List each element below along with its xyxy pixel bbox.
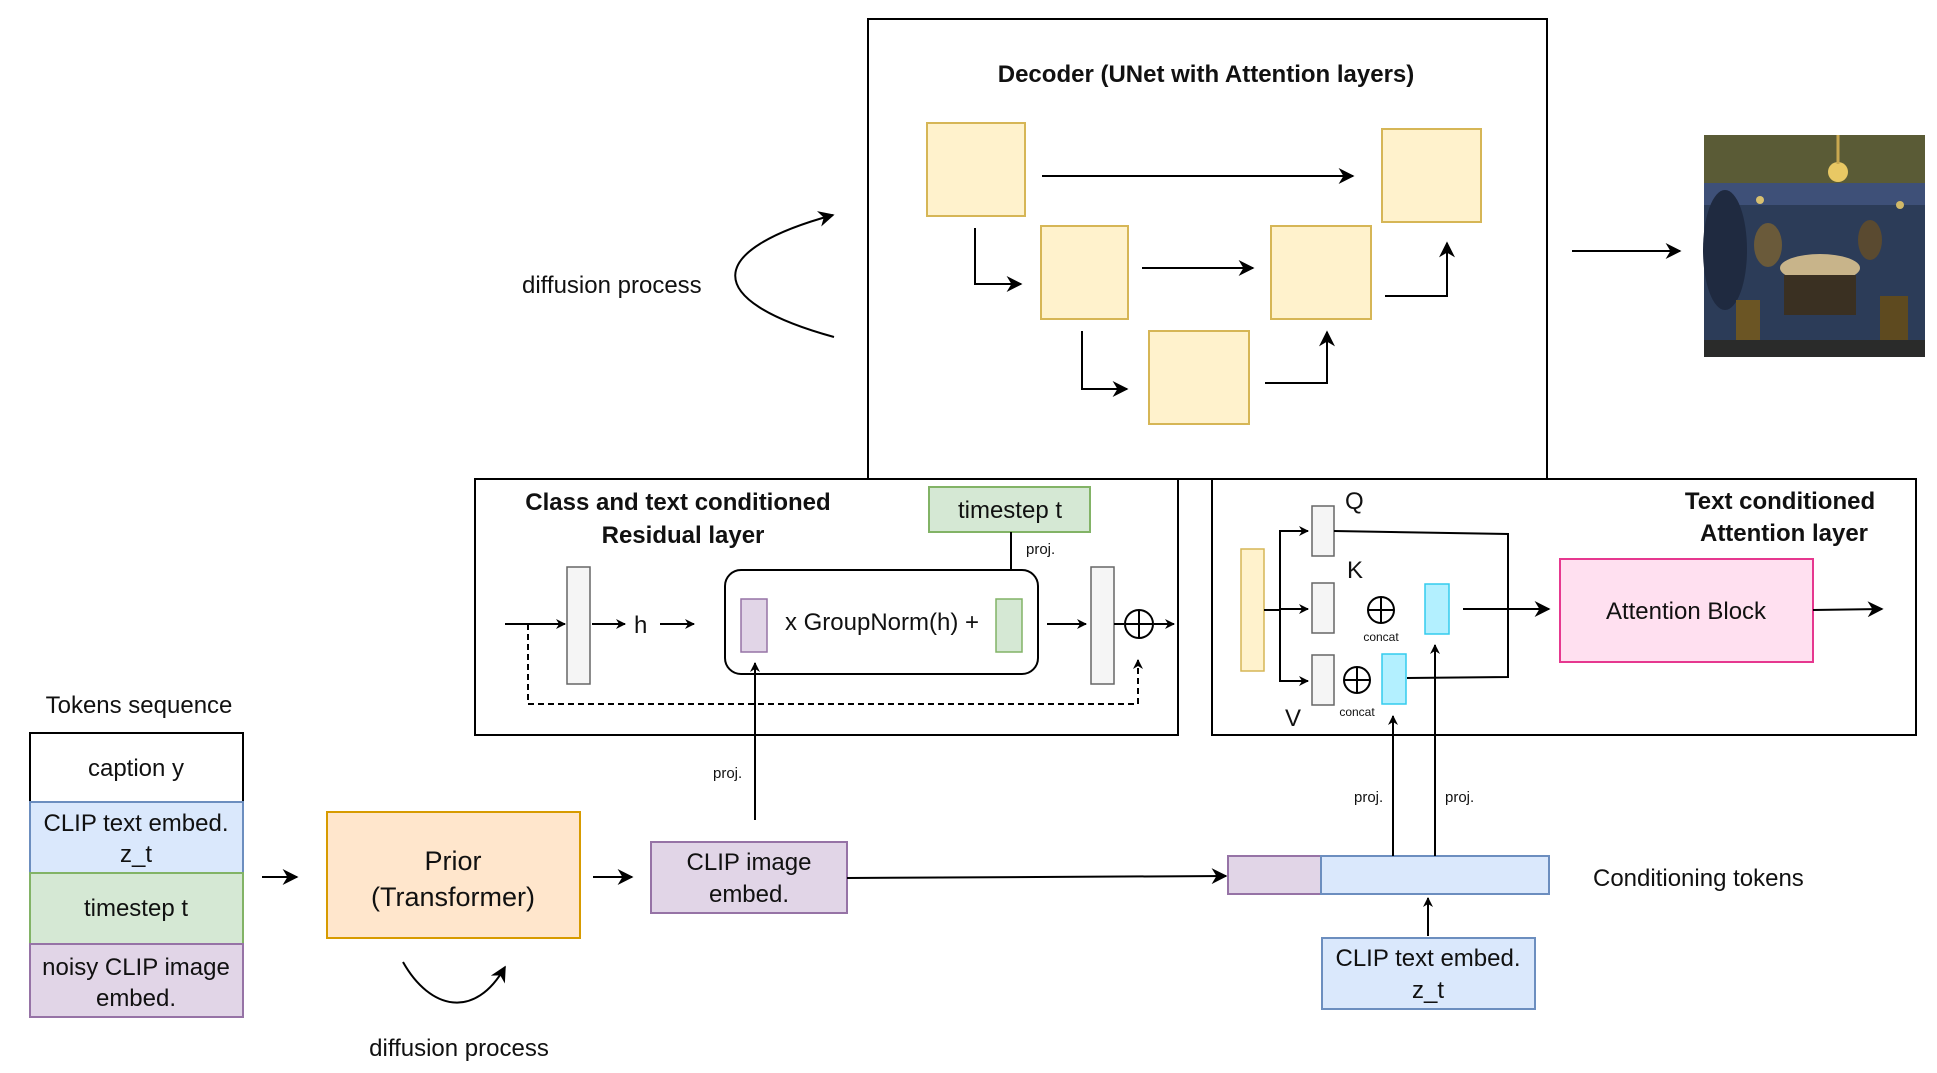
tokens-sequence: Tokens sequence caption y CLIP text embe… [29,692,244,1018]
conditioning-image-token [1227,855,1322,895]
clip-text-bottom-line2: z_t [1412,977,1444,1004]
clip-image-line1: CLIP image [687,849,812,876]
attention-layer-panel: Text conditioned Attention layer Q K V c… [1211,478,1917,736]
h-label: h [634,612,647,639]
groupnorm-shift-token [995,598,1023,653]
groupnorm-label: x GroupNorm(h) + [785,609,979,636]
residual-timestep-box [928,486,1091,533]
token-timestep-label: timestep t [84,895,188,922]
decoder-title: Decoder (UNet with Attention layers) [998,61,1415,88]
residual-conv-1 [566,566,591,685]
unet-block-enc-1 [926,122,1026,217]
v-concat-label: concat [1339,705,1375,719]
attention-block [1559,558,1814,663]
residual-add-icon [1124,609,1154,639]
tokens-title: Tokens sequence [46,692,233,719]
diffusion-curve-bottom [402,961,506,1004]
proj-cond-1-label: proj. [1354,789,1383,806]
clip-to-conditioning-arrow [846,868,1228,885]
prior-line2: (Transformer) [371,882,535,912]
token-caption-label: caption y [88,755,184,782]
token-noisy-clip [29,943,244,1018]
conditioning-tokens [1227,855,1550,895]
q-projection [1311,505,1335,557]
token-noisy-line1: noisy CLIP image [42,954,230,981]
k-label: K [1347,557,1363,584]
attention-input-token [1240,548,1265,672]
generated-image [1703,135,1925,357]
clip-text-embed-bottom: CLIP text embed. z_t [1321,937,1536,1010]
conditioning-label: Conditioning tokens [1593,865,1804,892]
diffusion-process-bottom: diffusion process [369,1035,549,1062]
k-projection [1311,582,1335,634]
prior-box: Prior (Transformer) [326,811,581,939]
residual-conv-2 [1090,566,1115,685]
attention-title-line2: Attention layer [1700,520,1868,547]
unet-block-dec-1 [1381,128,1482,223]
residual-layer-panel: Class and text conditioned Residual laye… [474,478,1179,736]
diffusion-process-top: diffusion process [522,272,702,299]
v-text-token [1381,653,1407,705]
groupnorm-box [724,569,1039,675]
decoder-panel: Decoder (UNet with Attention layers) [867,18,1548,480]
token-clip-text-line2: z_t [120,841,152,868]
token-timestep [29,872,244,945]
q-label: Q [1345,488,1364,515]
residual-title-line1: Class and text conditioned [525,489,830,516]
unet-block-enc-2 [1040,225,1129,320]
proj-left-label: proj. [713,765,742,782]
v-concat-icon [1343,666,1371,694]
token-clip-text-line1: CLIP text embed. [44,810,229,837]
k-concat-icon [1367,596,1395,624]
residual-timestep-label: timestep t [958,497,1062,524]
k-concat-label: concat [1363,630,1399,644]
clip-image-embed-box: CLIP image embed. [650,841,848,914]
v-label: V [1285,705,1301,732]
k-text-token [1424,583,1450,635]
token-noisy-line2: embed. [96,985,176,1012]
v-projection [1311,654,1335,706]
clip-image-line2: embed. [709,881,789,908]
unet-block-bottleneck [1148,330,1250,425]
conditioning-text-tokens [1320,855,1550,895]
residual-proj-label: proj. [1026,541,1055,558]
prior-line1: Prior [424,846,481,876]
clip-text-bottom-line1: CLIP text embed. [1336,945,1521,972]
proj-cond-2-label: proj. [1445,789,1474,806]
attention-title-line1: Text conditioned [1685,488,1875,515]
diffusion-curve-top [734,211,835,338]
residual-title-line2: Residual layer [602,522,765,549]
groupnorm-scale-token [740,598,768,653]
attention-block-label: Attention Block [1606,598,1767,625]
unet-block-dec-2 [1270,225,1372,320]
